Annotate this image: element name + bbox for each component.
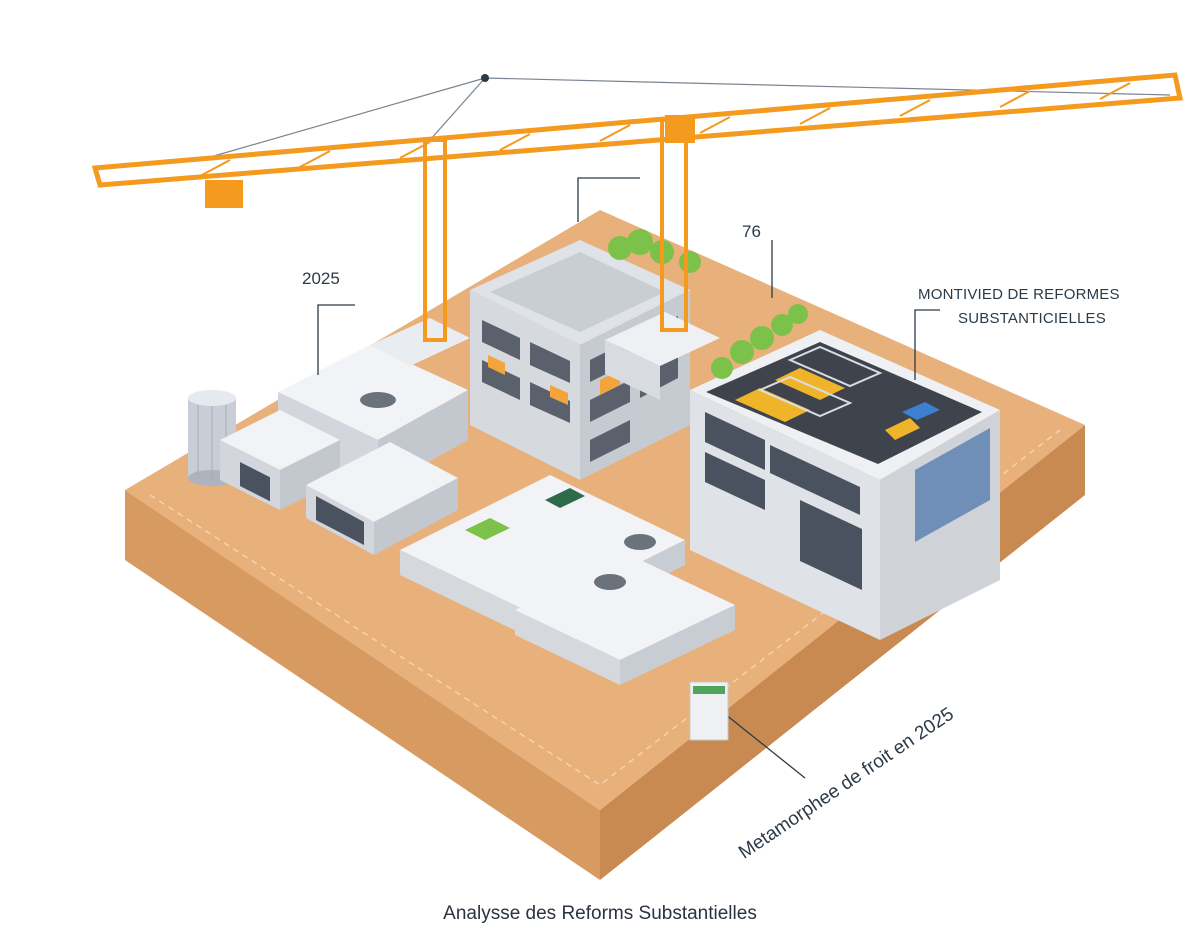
trees <box>608 229 808 379</box>
year-label: 2025 <box>302 269 340 288</box>
right-label-line2: SUBSTANTICIELLES <box>958 310 1106 327</box>
tower-crane <box>91 72 1184 342</box>
center-building <box>470 240 720 480</box>
right-building <box>690 330 1000 640</box>
caption: Analysse des Reforms Substantielles <box>443 903 757 924</box>
left-buildings <box>220 318 470 555</box>
front-building <box>400 475 735 685</box>
control-box <box>689 681 729 741</box>
number-label: 76 <box>742 222 761 241</box>
annotation-lines <box>317 177 940 779</box>
right-label-line1: MONTIVIED DE REFORMES <box>918 286 1120 303</box>
